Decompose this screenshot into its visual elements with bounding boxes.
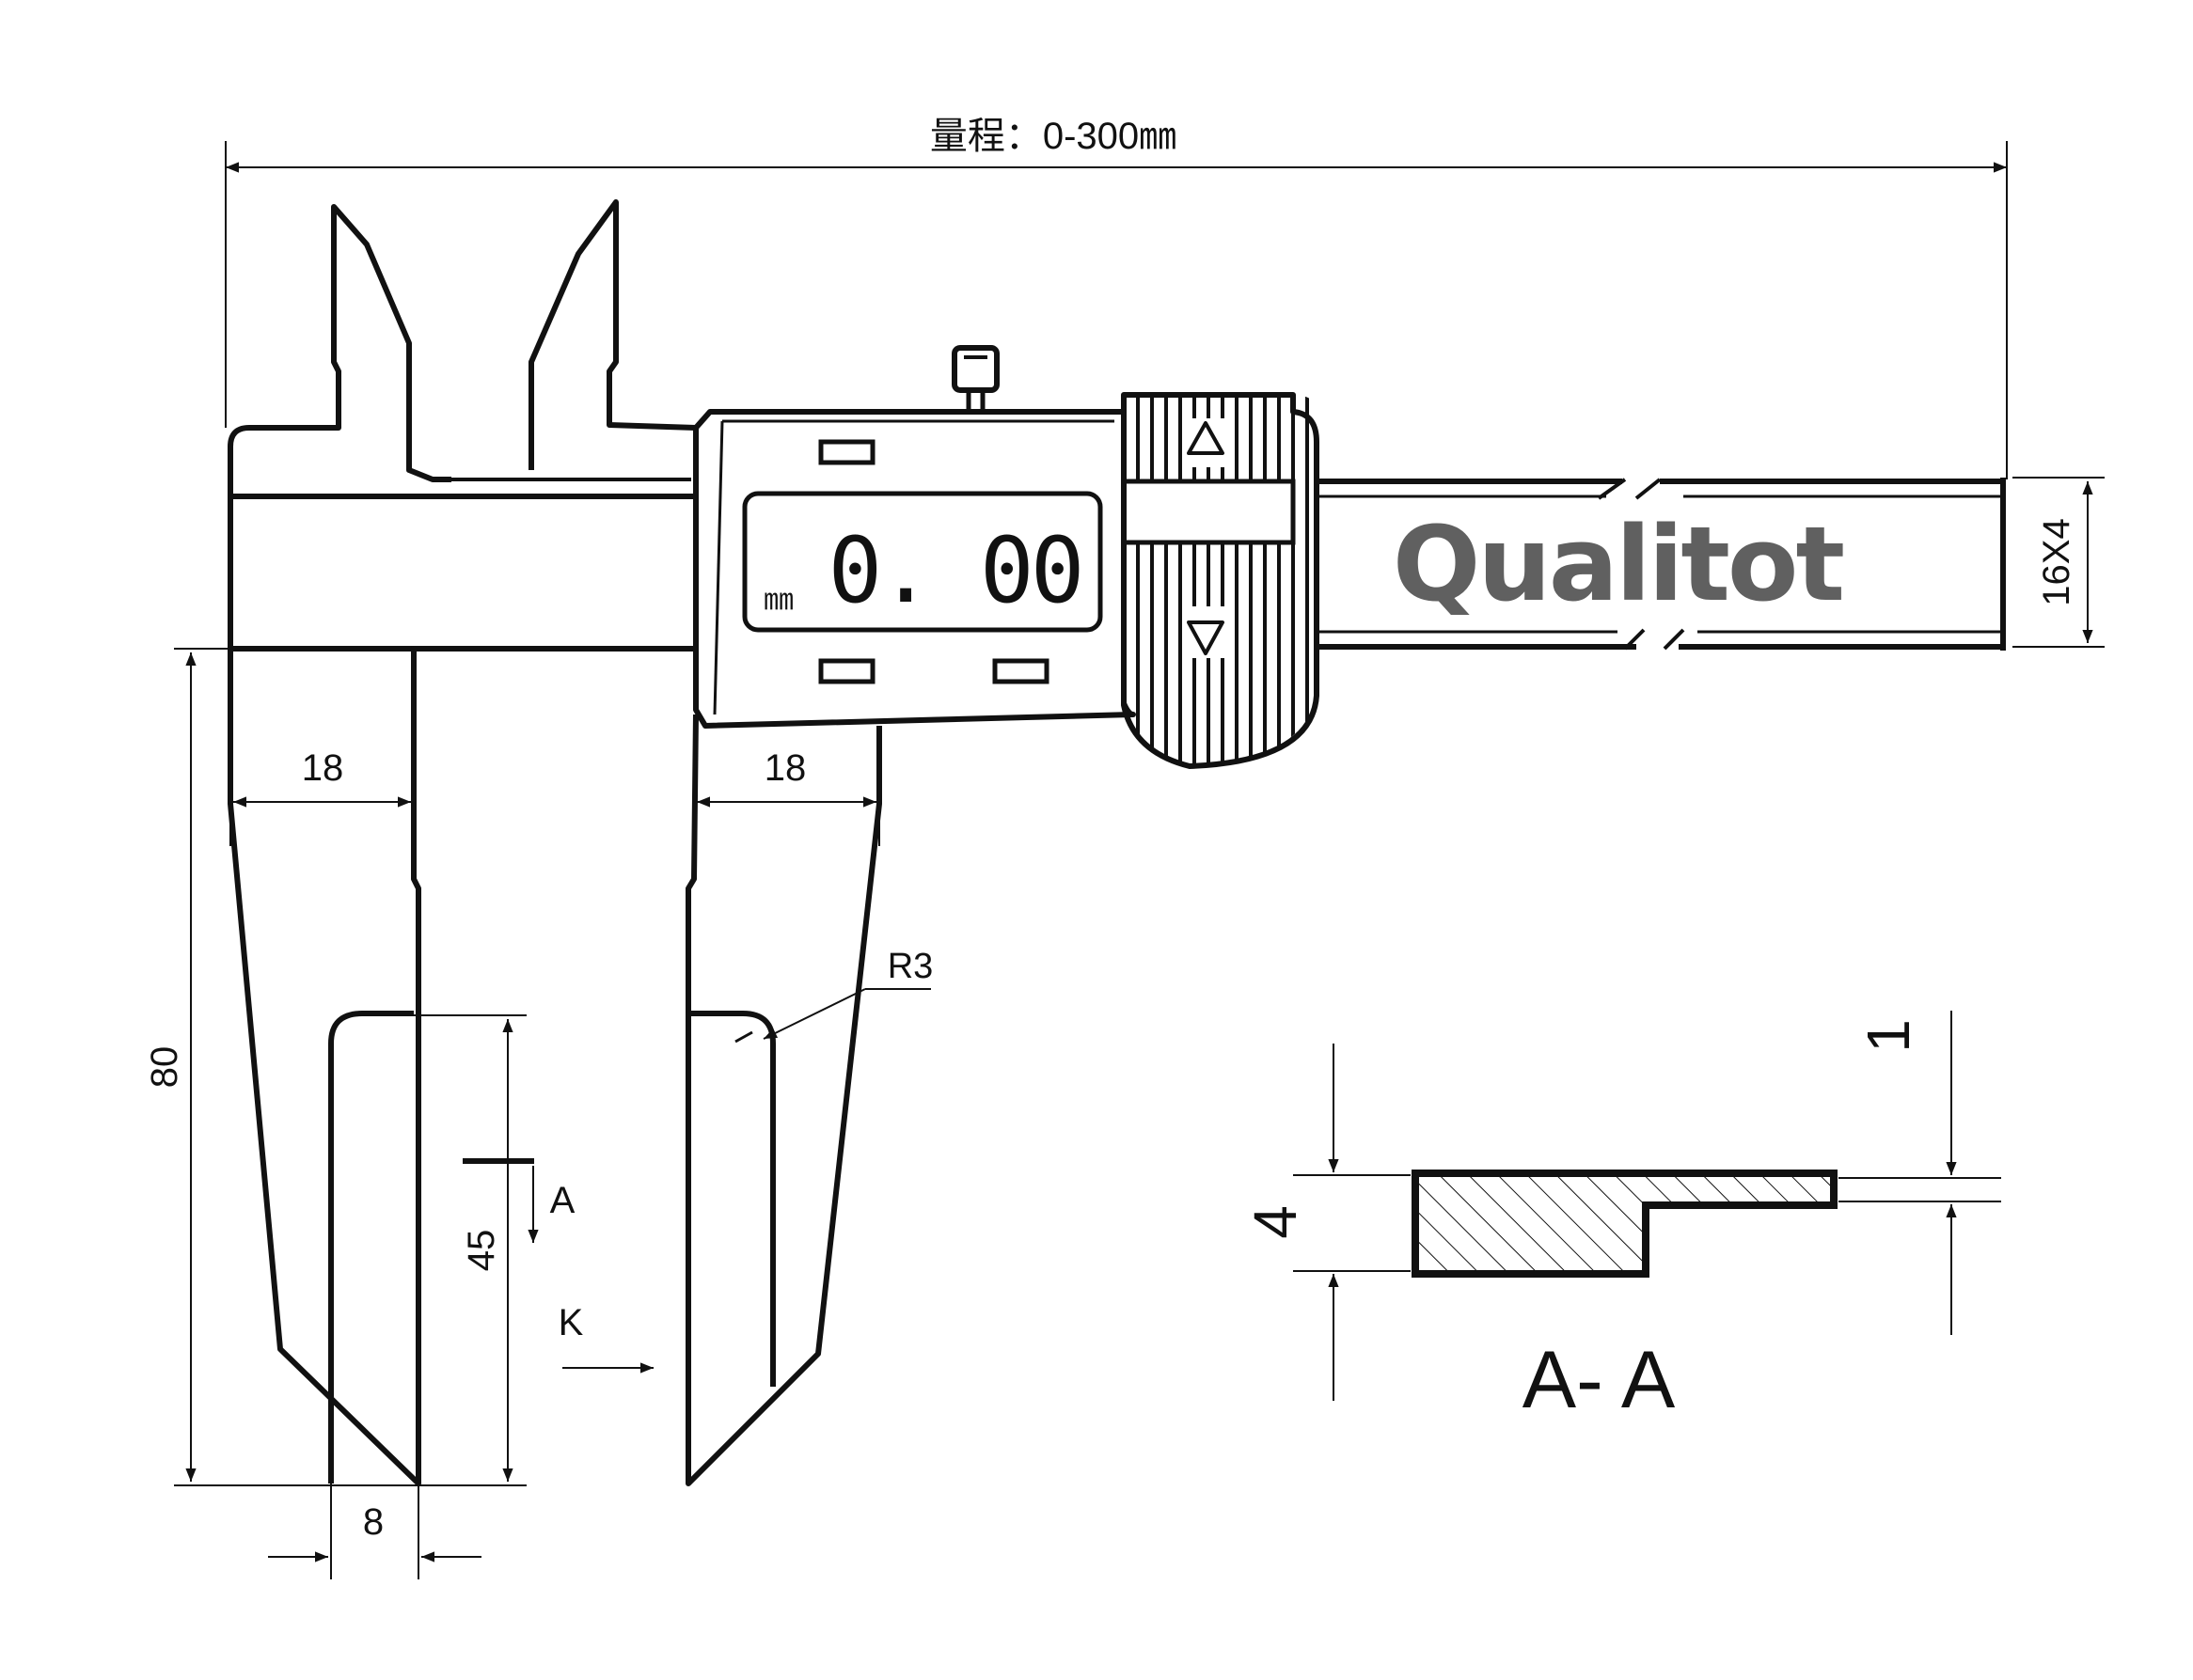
jaw-recesses xyxy=(328,1011,776,1484)
beam-spec-label: 16X4 xyxy=(2036,518,2077,605)
outside-jaw-width: 18 xyxy=(302,747,344,789)
tip-width-label: 8 xyxy=(363,1501,384,1543)
slider xyxy=(529,199,1136,1486)
jaw-length-label: 80 xyxy=(144,1046,185,1089)
inside-jaw-dimension xyxy=(693,733,880,846)
display-unit: ㎜ xyxy=(764,581,794,617)
fixed-jaw xyxy=(228,204,463,1486)
up-arrow-icon[interactable] xyxy=(1187,418,1224,467)
outside-jaw-dimension xyxy=(229,771,415,846)
depth-label: 45 xyxy=(461,1230,502,1272)
down-arrow-icon[interactable] xyxy=(1187,606,1224,658)
inside-jaw-width: 18 xyxy=(765,747,807,789)
section-thickness-label: 4 xyxy=(1241,1205,1309,1239)
section-marker xyxy=(463,1158,539,1243)
section-marker-label: A xyxy=(550,1180,576,1221)
display-panel: 0. 00 ㎜ xyxy=(742,491,1103,633)
button-bottom-left[interactable] xyxy=(818,658,876,684)
range-dimension: 量程：0-300㎜ xyxy=(225,116,2008,479)
section-view xyxy=(1293,1011,2001,1401)
view-marker-label: K xyxy=(559,1302,584,1343)
radius-label: R3 xyxy=(888,947,934,986)
button-top[interactable] xyxy=(818,439,876,465)
thumb-wheel[interactable] xyxy=(1121,392,1319,771)
brand-logo: Qualitot xyxy=(1393,504,1844,624)
radius-callout xyxy=(763,988,931,1040)
main-beam xyxy=(230,478,2006,652)
tip-width-dimension xyxy=(268,1354,481,1579)
beam-spec-dimension xyxy=(2012,477,2105,648)
jaw-length-dimension xyxy=(174,648,527,1486)
range-label: 量程：0-300㎜ xyxy=(930,116,1176,157)
section-title: A- A xyxy=(1522,1335,1676,1425)
display-reading: 0. 00 xyxy=(828,518,1081,623)
wheel-knurling xyxy=(1136,395,1309,766)
button-bottom-right[interactable] xyxy=(992,658,1049,684)
section-step-label: 1 xyxy=(1854,1019,1922,1053)
